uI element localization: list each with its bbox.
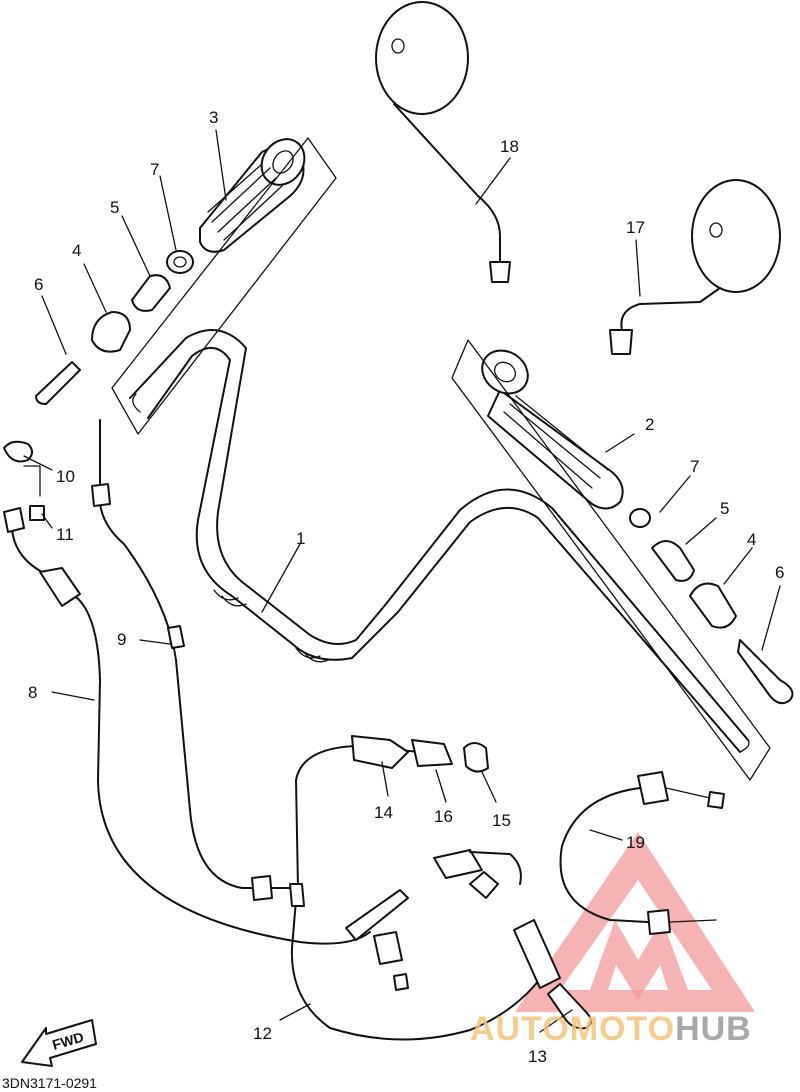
callout-18: 18 bbox=[500, 137, 519, 156]
callout-8: 8 bbox=[28, 683, 37, 702]
callout-17: 17 bbox=[626, 218, 645, 237]
callout-1: 1 bbox=[296, 529, 305, 548]
bracket bbox=[469, 871, 592, 1030]
callout-19: 19 bbox=[626, 833, 645, 852]
callout-11: 11 bbox=[56, 525, 74, 544]
mirror-left bbox=[375, 1, 511, 283]
forward-arrow: FWD bbox=[21, 1019, 97, 1067]
callout-labels: 1 2 3 4 4 5 5 6 6 7 7 8 9 10 11 12 13 14… bbox=[28, 108, 784, 1066]
throttle-cable bbox=[91, 419, 291, 901]
diagram-code: 3DN3171-0291 bbox=[2, 1075, 97, 1091]
left-grip bbox=[111, 137, 337, 435]
leader-lines bbox=[23, 129, 781, 1033]
callout-5-left: 5 bbox=[110, 198, 119, 217]
watermark-logo bbox=[515, 832, 755, 1012]
callout-6-left: 6 bbox=[34, 275, 43, 294]
callout-10: 10 bbox=[56, 467, 75, 486]
handlebar bbox=[129, 329, 750, 753]
callout-13: 13 bbox=[528, 1047, 547, 1066]
left-bar-end-parts bbox=[35, 250, 194, 405]
callout-12: 12 bbox=[253, 1024, 272, 1043]
right-grip bbox=[451, 339, 771, 781]
callout-4-left: 4 bbox=[72, 241, 81, 260]
callout-16: 16 bbox=[434, 807, 453, 826]
clutch-cable bbox=[3, 507, 371, 945]
callout-9: 9 bbox=[117, 630, 126, 649]
callout-4-right: 4 bbox=[747, 530, 756, 549]
watermark-part1: AUTOMOTO bbox=[470, 1010, 675, 1048]
callout-14: 14 bbox=[374, 803, 393, 822]
svg-text:AUTOMOTOHUB: AUTOMOTOHUB bbox=[470, 1010, 752, 1048]
callout-7-right: 7 bbox=[690, 457, 699, 476]
callout-15: 15 bbox=[492, 811, 511, 830]
clamp-parts bbox=[3, 440, 45, 521]
clutch-cable-19 bbox=[559, 771, 725, 935]
callout-7-left: 7 bbox=[150, 160, 159, 179]
mirror-right bbox=[609, 179, 781, 355]
watermark-part2: HUB bbox=[675, 1010, 752, 1048]
callout-3: 3 bbox=[209, 108, 218, 127]
throttle-cable-assembly bbox=[289, 735, 549, 1041]
right-bar-end-parts bbox=[629, 508, 794, 705]
callout-5-right: 5 bbox=[720, 499, 729, 518]
callout-6-right: 6 bbox=[775, 563, 784, 582]
callout-2: 2 bbox=[645, 415, 654, 434]
watermark-text: AUTOMOTOHUB bbox=[470, 1010, 752, 1048]
